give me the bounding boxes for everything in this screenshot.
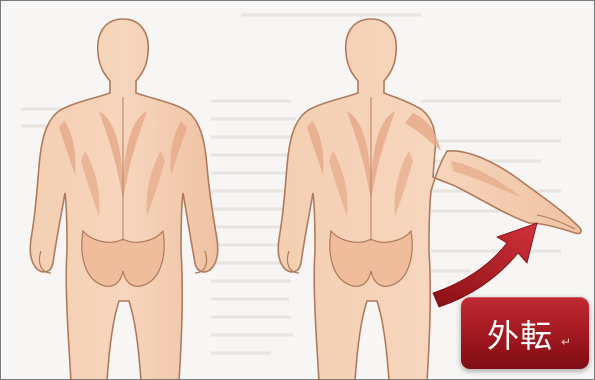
return-mark-icon: ↵ [561,335,571,349]
abduction-label-badge: 外転 ↵ [461,297,589,369]
abduction-arrow [433,223,537,307]
figure-left-arms-down [30,19,218,380]
abduction-label: 外転 [487,311,553,357]
